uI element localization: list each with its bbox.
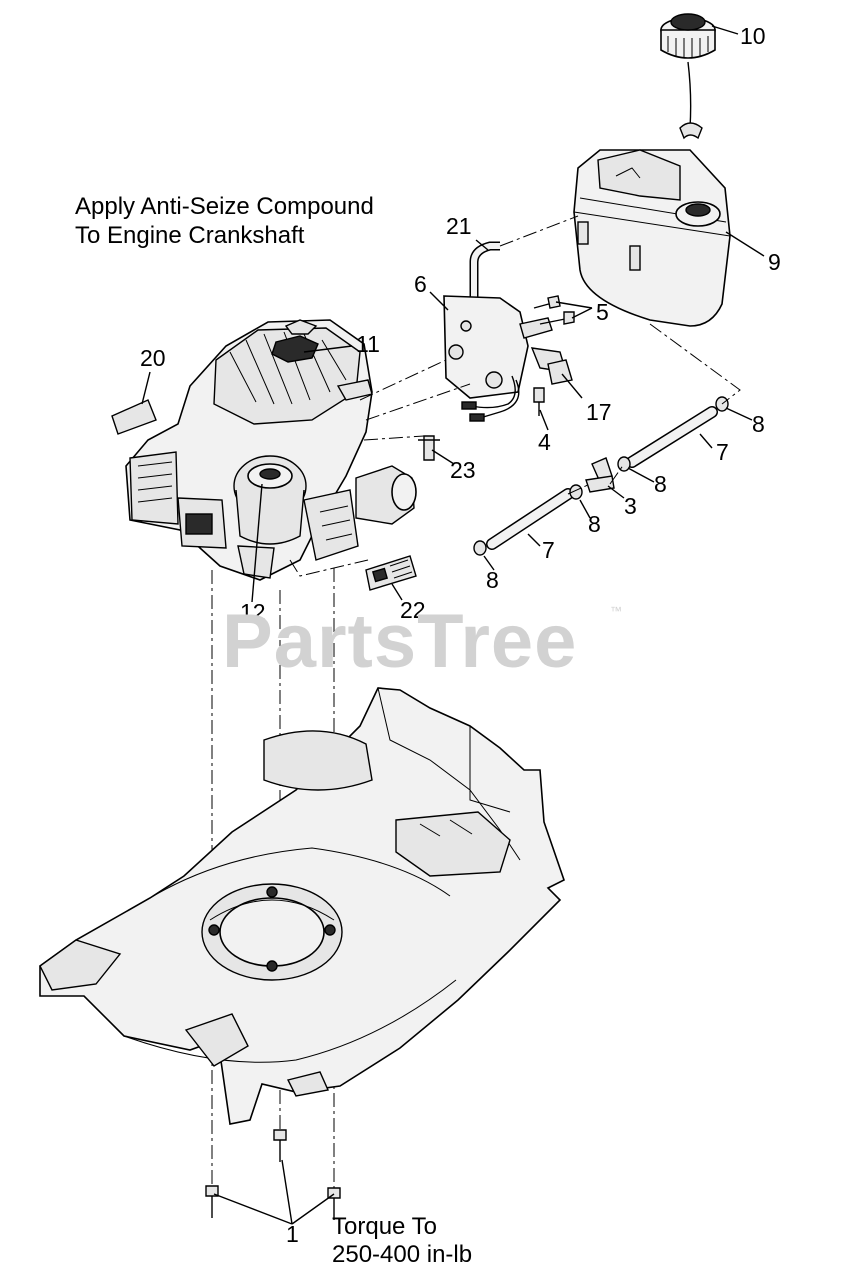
callout-22[interactable]: 22: [400, 597, 426, 623]
callout-23[interactable]: 23: [450, 457, 476, 483]
clip-part[interactable]: [547, 359, 573, 385]
callout-3[interactable]: 3: [624, 493, 637, 519]
leader-lines: [141, 25, 765, 1225]
callout-21[interactable]: 21: [446, 213, 472, 239]
callout-numbers: 10 9 21 6 5 11 20 17 4 8 7 23 8 3 8 7 8 …: [140, 23, 781, 1247]
engine-part[interactable]: [125, 319, 417, 581]
screw-part[interactable]: [533, 387, 545, 416]
torque-note-line2: 250-400 in-lb: [332, 1241, 473, 1268]
callout-4[interactable]: 4: [538, 429, 551, 455]
fuel-tank-part[interactable]: [573, 149, 731, 327]
mower-deck-part[interactable]: [39, 687, 565, 1125]
torque-note-line1: Torque To: [332, 1213, 437, 1240]
callout-7-lower[interactable]: 7: [542, 537, 555, 563]
callout-8-top[interactable]: 8: [752, 411, 765, 437]
fuel-line-part[interactable]: [469, 241, 500, 368]
fuel-cap-part[interactable]: [660, 13, 716, 140]
callout-8-mid[interactable]: 8: [654, 471, 667, 497]
watermark-trademark: ™: [610, 604, 622, 618]
callout-1[interactable]: 1: [286, 1221, 299, 1247]
callout-12[interactable]: 12: [240, 599, 266, 625]
anti-seize-note-line1: Apply Anti-Seize Compound: [75, 193, 374, 220]
wire-harness-part[interactable]: [461, 375, 520, 422]
callout-5[interactable]: 5: [596, 299, 609, 325]
callout-9[interactable]: 9: [768, 249, 781, 275]
callout-8-bottom[interactable]: 8: [486, 567, 499, 593]
deck-bolts-part[interactable]: [205, 1129, 341, 1220]
label-22-part[interactable]: [365, 555, 417, 591]
fuel-hose-lower-part[interactable]: [486, 488, 574, 550]
label-20-part[interactable]: [111, 399, 157, 435]
callout-6[interactable]: 6: [414, 271, 427, 297]
callout-17[interactable]: 17: [586, 399, 612, 425]
callout-10[interactable]: 10: [740, 23, 766, 49]
anti-seize-note-line2: To Engine Crankshaft: [75, 222, 305, 249]
fuel-hose-upper-part[interactable]: [626, 406, 718, 468]
callout-7-upper[interactable]: 7: [716, 439, 729, 465]
callout-11[interactable]: 11: [356, 331, 380, 357]
screws-part[interactable]: [533, 295, 575, 325]
fitting-23-part[interactable]: [418, 435, 440, 461]
shutoff-valve-part[interactable]: [585, 457, 615, 493]
callout-8-lower[interactable]: 8: [588, 511, 601, 537]
watermark-logo: PartsTree: [222, 599, 578, 684]
mounting-bracket-part[interactable]: [443, 295, 567, 399]
callout-20[interactable]: 20: [140, 345, 166, 371]
